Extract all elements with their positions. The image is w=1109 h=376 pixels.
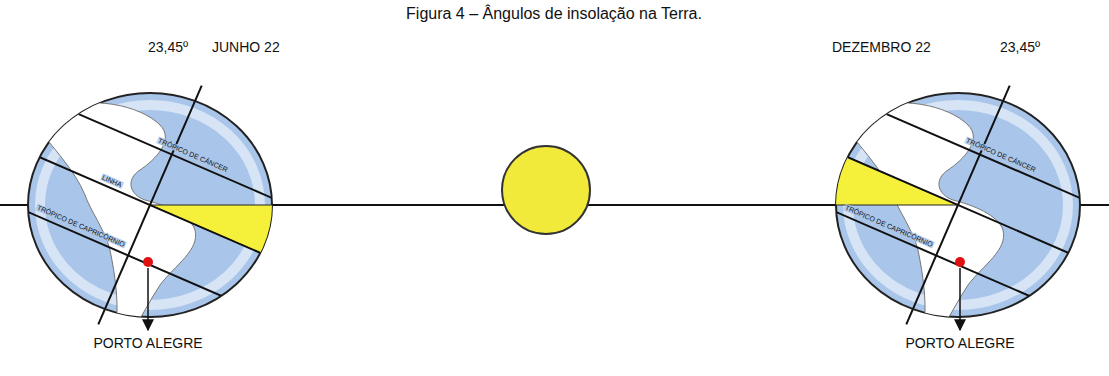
sun [502,146,590,234]
city-label: PORTO ALEGRE [905,336,1014,350]
angle-label: 23,45º [148,40,188,54]
earth-december [799,86,1109,335]
city-label: PORTO ALEGRE [93,336,202,350]
date-label: DEZEMBRO 22 [832,40,931,54]
date-label: JUNHO 22 [212,40,280,54]
figure-title: Figura 4 – Ângulos de insolação na Terra… [406,6,702,22]
earth-june [0,86,309,335]
angle-label: 23,45º [1000,40,1040,54]
